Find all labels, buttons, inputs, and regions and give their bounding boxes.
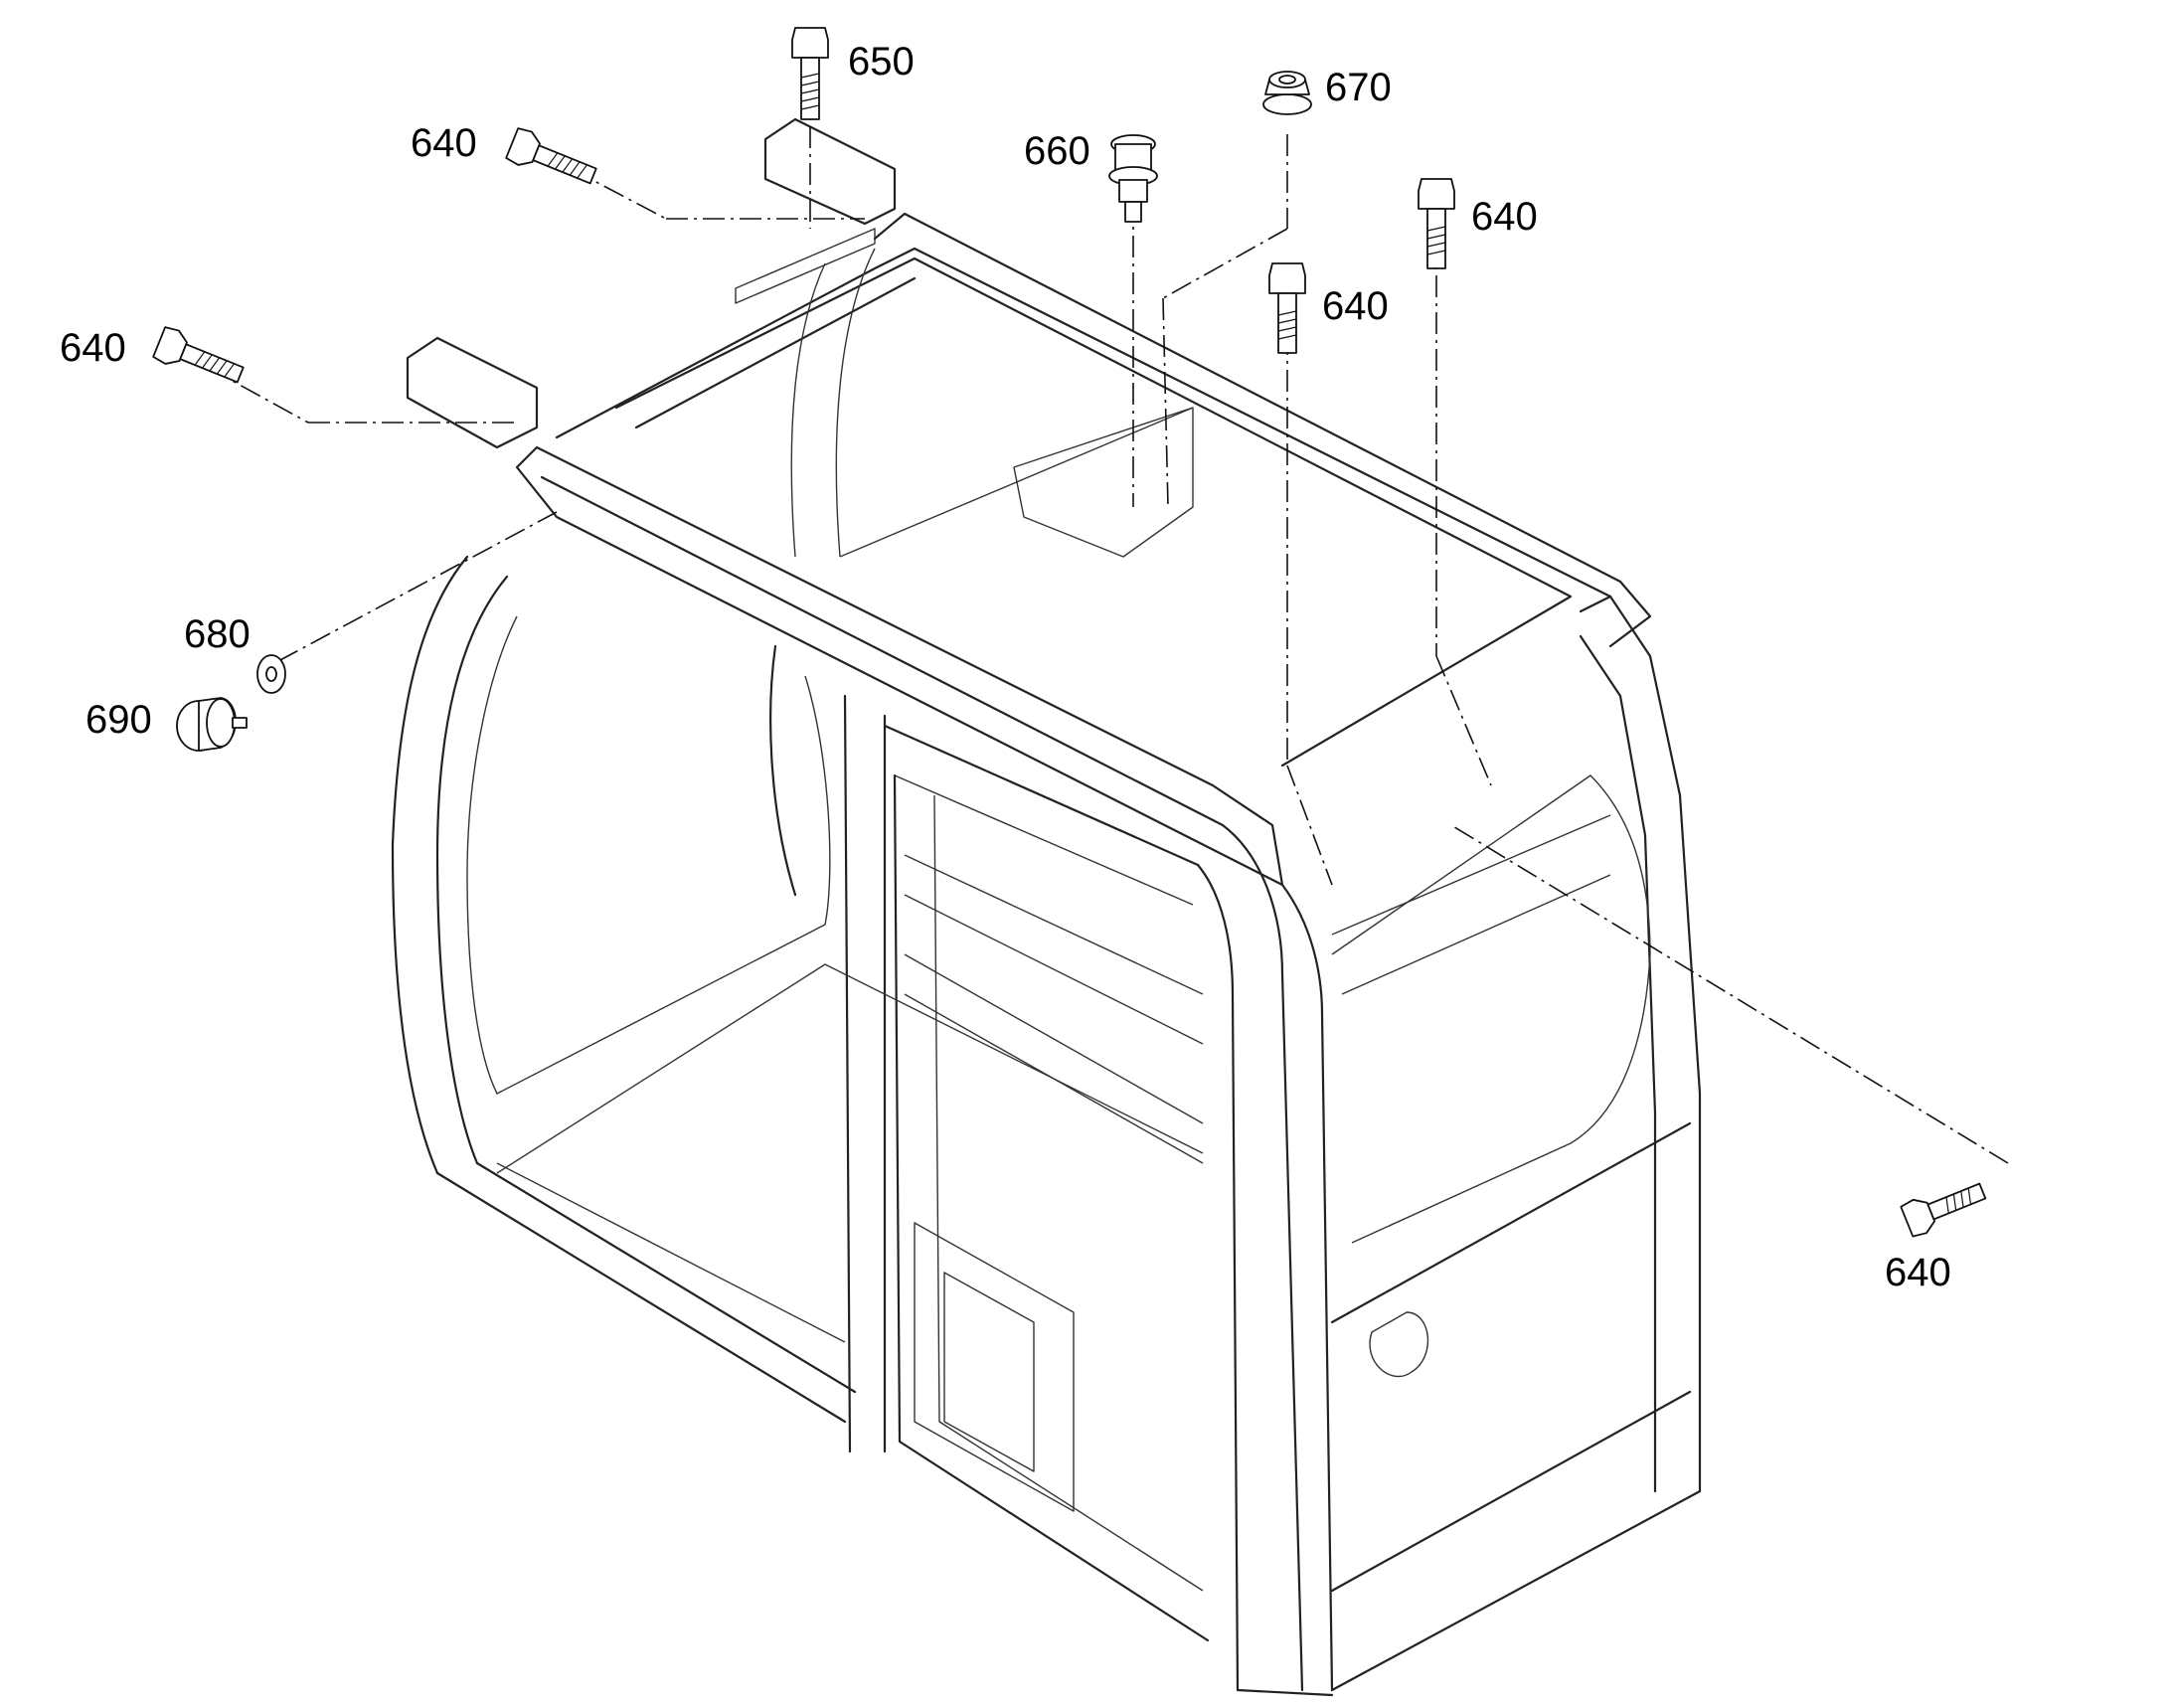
bolt-icon xyxy=(152,326,245,384)
part-label-670: 670 xyxy=(1325,66,1392,109)
bolt-icon xyxy=(791,27,829,120)
part-label-680: 680 xyxy=(184,612,251,656)
cap-icon xyxy=(176,697,248,752)
part-label-640-top-right: 640 xyxy=(1471,195,1538,239)
cab-frame xyxy=(391,117,1702,1697)
part-label-660: 660 xyxy=(1024,129,1090,173)
part-label-650: 650 xyxy=(848,40,915,84)
stud-bolt-icon xyxy=(1108,134,1158,223)
part-label-640-left: 640 xyxy=(60,326,126,370)
part-label-640-mid: 640 xyxy=(1322,284,1389,328)
part-label-640-bottom-right: 640 xyxy=(1885,1251,1951,1294)
bolt-icon xyxy=(505,127,597,185)
bolt-icon xyxy=(1418,178,1455,269)
flange-nut-icon xyxy=(1262,71,1312,115)
washer-icon xyxy=(256,654,286,694)
bolt-icon xyxy=(1268,262,1306,354)
part-label-690: 690 xyxy=(85,698,152,742)
leader-lines xyxy=(208,89,2009,1164)
bolt-icon xyxy=(1900,1182,1987,1238)
part-label-640-upper-left: 640 xyxy=(411,121,477,165)
